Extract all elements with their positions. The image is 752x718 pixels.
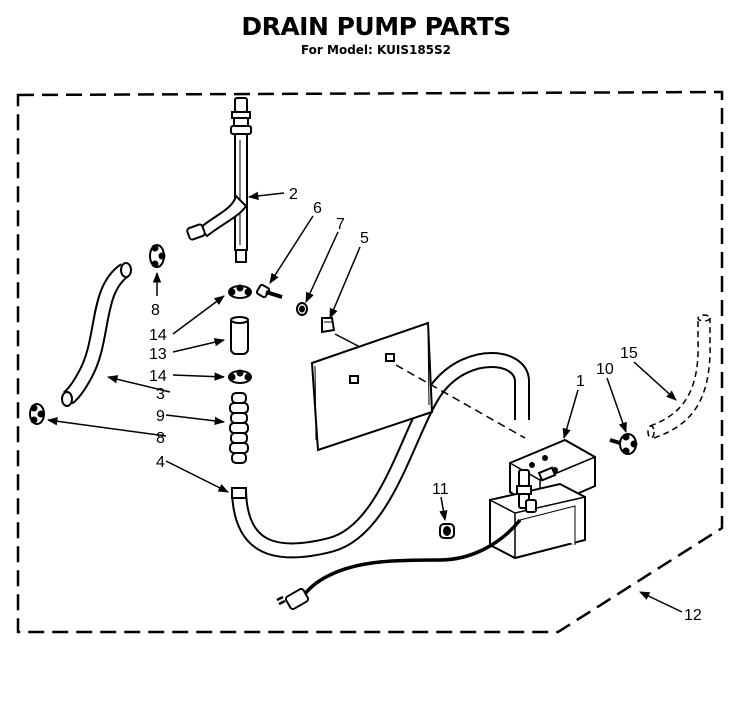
model-subtitle: For Model: KUIS185S2 (300, 43, 452, 57)
callout-8-upper: 8 (151, 302, 160, 319)
callout-15: 15 (620, 345, 638, 362)
callout-3: 3 (156, 386, 165, 403)
callout-14-upper: 14 (149, 327, 167, 344)
part-9-check-valve (229, 392, 249, 464)
power-cord-plug (276, 518, 522, 610)
part-3-hose (61, 262, 132, 407)
callout-13: 13 (149, 346, 167, 363)
callout-4: 4 (156, 454, 165, 471)
part-4-drain-hose (231, 352, 530, 559)
part-2-drain-tube-assembly (186, 97, 252, 263)
callout-8-lower: 8 (156, 430, 165, 447)
part-14-clamp-upper (228, 284, 252, 299)
kit-boundary-dashed (16, 90, 724, 634)
callout-10: 10 (596, 361, 614, 378)
callout-12: 12 (684, 607, 702, 624)
alignment-line (334, 333, 361, 348)
part-8-clamp-upper (149, 244, 166, 268)
callout-5: 5 (360, 230, 369, 247)
part-11-grommet (439, 523, 455, 539)
mounting-bracket-plate (310, 321, 434, 452)
leader-lines (46, 191, 683, 613)
part-10-clamp (609, 433, 638, 455)
callout-14-lower: 14 (149, 368, 167, 385)
diagram-title: DRAIN PUMP PARTS (241, 12, 511, 41)
callout-7: 7 (336, 216, 345, 233)
part-6-screw (255, 283, 283, 299)
callout-9: 9 (156, 408, 165, 425)
part-13-coupling (230, 316, 249, 355)
callout-2: 2 (289, 186, 298, 203)
part-1-drain-pump (489, 438, 596, 560)
part-5-clip (321, 317, 336, 334)
part-15-hose-dashed (647, 314, 711, 439)
part-14-clamp-lower (228, 369, 252, 384)
callout-11: 11 (432, 481, 449, 498)
alignment-line-dashed (395, 364, 526, 439)
part-8-clamp-lower (29, 403, 45, 425)
part-7-washer (296, 302, 308, 316)
callout-labels: 2 6 7 5 8 14 13 14 3 9 8 4 1 10 15 11 12 (149, 186, 702, 624)
callout-1: 1 (576, 373, 585, 390)
callout-6: 6 (313, 200, 322, 217)
